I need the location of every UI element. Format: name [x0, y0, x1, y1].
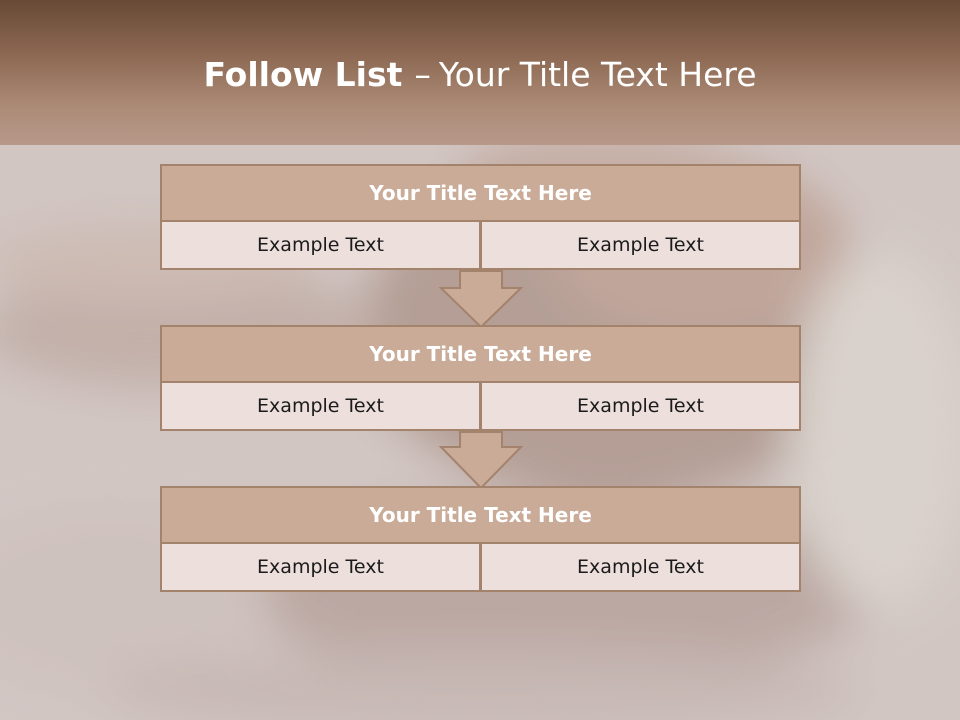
title-rest: Your Title Text Here — [438, 55, 757, 94]
header-bar — [0, 0, 960, 145]
flow-block-title: Your Title Text Here — [160, 164, 801, 222]
flow-block-2: Your Title Text Here Example Text Exampl… — [160, 325, 801, 431]
flow-block-row: Example Text Example Text — [160, 542, 801, 592]
flow-block-row: Example Text Example Text — [160, 220, 801, 270]
flow-block-row: Example Text Example Text — [160, 381, 801, 431]
flow-cell-right: Example Text — [480, 220, 801, 270]
title-bold-part: Follow List — [203, 55, 403, 94]
down-arrow-icon — [438, 431, 524, 490]
flow-block-title: Your Title Text Here — [160, 486, 801, 544]
flow-block-3: Your Title Text Here Example Text Exampl… — [160, 486, 801, 592]
flow-cell-right: Example Text — [480, 381, 801, 431]
title-separator: – — [414, 55, 431, 94]
flow-cell-right: Example Text — [480, 542, 801, 592]
flow-block-title: Your Title Text Here — [160, 325, 801, 383]
flow-cell-left: Example Text — [160, 381, 481, 431]
flow-block-1: Your Title Text Here Example Text Exampl… — [160, 164, 801, 270]
down-arrow-icon — [438, 270, 524, 329]
page-title: Follow List–Your Title Text Here — [0, 52, 960, 98]
flow-cell-left: Example Text — [160, 220, 481, 270]
flow-cell-left: Example Text — [160, 542, 481, 592]
